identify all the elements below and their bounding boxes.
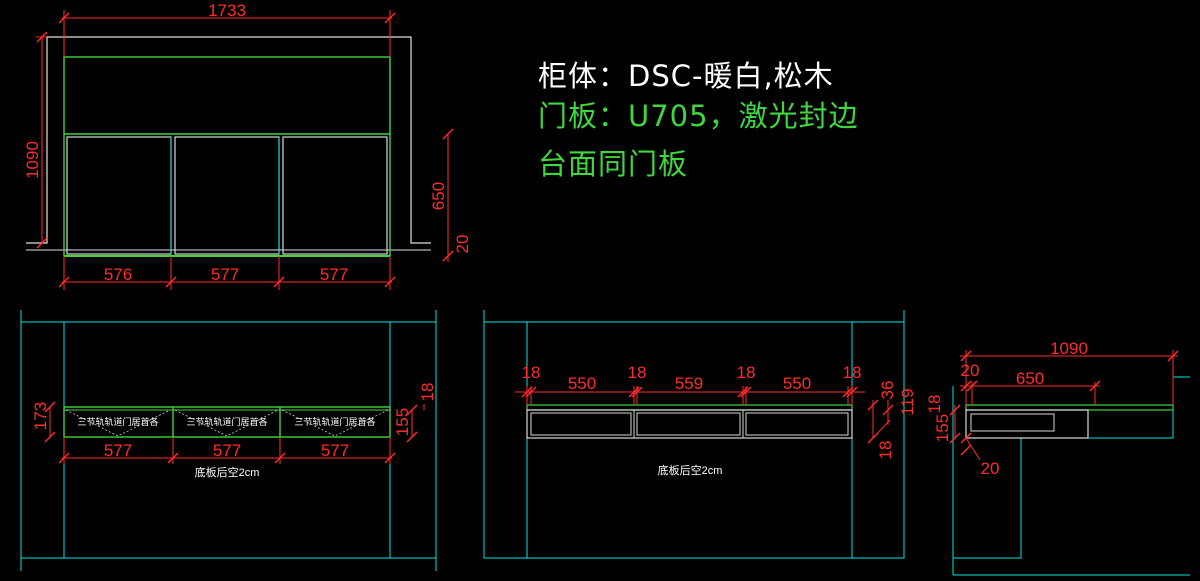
dim-section-5: 18 bbox=[737, 363, 756, 382]
cabinet-material-note: 柜体：DSC-暖白,松木 bbox=[538, 59, 834, 93]
dim-plinth: 20 bbox=[453, 235, 472, 254]
dim-section-3: 18 bbox=[628, 363, 647, 382]
plan-note: 底板后空2cm bbox=[195, 465, 260, 479]
dim-section-1: 18 bbox=[522, 363, 541, 382]
wall-outline bbox=[26, 36, 431, 244]
dim-side-offset: 20 bbox=[961, 361, 980, 380]
dim-side-inner: 650 bbox=[1016, 369, 1044, 388]
dim-overall-width: 1733 bbox=[208, 1, 246, 20]
side-body bbox=[965, 409, 1089, 439]
dim-door-1: 576 bbox=[104, 265, 132, 284]
door-2 bbox=[174, 136, 280, 255]
dim-door-3: 577 bbox=[320, 265, 348, 284]
dim-side-left-1: 18 bbox=[925, 395, 944, 414]
cabinet-carcass bbox=[63, 56, 391, 257]
drawer-label-1: 三节轨轨道门居首各 bbox=[77, 416, 158, 427]
door-panels bbox=[66, 136, 388, 255]
dim-section-right-3: 18 bbox=[876, 441, 895, 460]
dim-side-depth: 1090 bbox=[1050, 339, 1088, 358]
dim-door-2: 577 bbox=[211, 265, 239, 284]
dim-section-4: 559 bbox=[675, 374, 703, 393]
drawer-label-2: 三节轨轨道门居首各 bbox=[186, 416, 267, 427]
drawer-unit bbox=[63, 406, 391, 438]
dim-door-height: 650 bbox=[429, 182, 448, 210]
dim-section-7: 18 bbox=[843, 363, 862, 382]
section-outline bbox=[483, 321, 905, 559]
section-body bbox=[526, 409, 853, 439]
dim-side-left-2: 155 bbox=[933, 414, 952, 442]
room-outline bbox=[20, 321, 437, 559]
section-note: 底板后空2cm bbox=[658, 463, 723, 477]
side-drawer bbox=[970, 413, 1055, 432]
side-view: 1090 20 650 18 155 20 bbox=[925, 339, 1190, 576]
dim-section-6: 550 bbox=[783, 374, 811, 393]
door-1 bbox=[66, 136, 172, 255]
section-top bbox=[526, 404, 853, 411]
dim-section-right-1: 36 bbox=[878, 381, 897, 400]
dim-drawer-2: 577 bbox=[213, 441, 241, 460]
door-3 bbox=[282, 136, 388, 255]
dim-overall-height: 1090 bbox=[23, 141, 42, 179]
dim-right-height-2: 18 bbox=[418, 383, 437, 402]
front-elevation: 1733 1090 650 20 576 577 577 bbox=[23, 1, 472, 290]
dim-drawer-3: 577 bbox=[321, 441, 349, 460]
drawer-label-3: 三节轨轨道门居首各 bbox=[294, 416, 375, 427]
dim-right-height-1: 155 bbox=[393, 408, 412, 436]
door-material-note: 门板：U705，激光封边 bbox=[538, 99, 859, 133]
plan-view: 三节轨轨道门居首各 三节轨轨道门居首各 三节轨轨道门居首各 577 577 57… bbox=[20, 310, 437, 571]
dim-section-right-2: 119 bbox=[898, 388, 917, 415]
section-view: 18 550 18 559 18 550 18 36 119 18 底板后空2c… bbox=[483, 310, 917, 559]
dim-section-2: 550 bbox=[568, 374, 596, 393]
dim-left-height: 173 bbox=[31, 402, 50, 430]
dim-side-bottom: 20 bbox=[981, 459, 1000, 478]
side-top bbox=[965, 404, 1174, 411]
dim-drawer-1: 577 bbox=[104, 441, 132, 460]
countertop-note: 台面同门板 bbox=[538, 147, 689, 181]
